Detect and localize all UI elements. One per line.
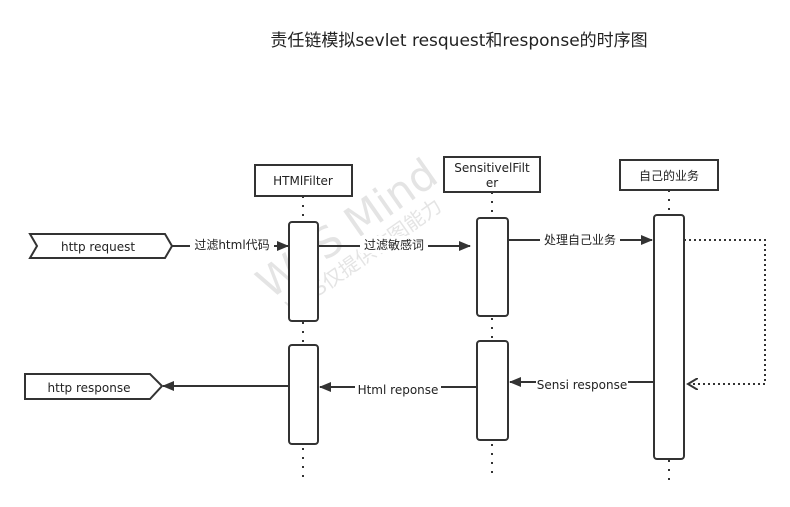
message-html-response: Html reponse — [319, 381, 476, 398]
http-response-endpoint[interactable]: http response — [24, 373, 164, 400]
http-request-endpoint[interactable]: http request — [28, 233, 174, 259]
participant-business-label: 自己的业务 — [639, 168, 699, 183]
message-filter-sensitive: 过滤敏感词 — [318, 236, 471, 253]
participant-sensitive-filter-label-1: SensitivelFilt — [454, 161, 530, 175]
http-request-label: http request — [61, 240, 135, 254]
message-sensi-response-label: Sensi response — [537, 378, 628, 392]
participant-sensitive-filter[interactable]: SensitivelFilt er — [443, 156, 541, 193]
activation-business — [653, 214, 685, 460]
participant-html-filter[interactable]: HTMlFilter — [254, 164, 353, 197]
diagram-title: 责任链模拟sevlet resquest和response的时序图 — [270, 31, 647, 51]
message-sensi-response: Sensi response — [509, 376, 653, 393]
activation-html-filter-response — [288, 344, 319, 445]
http-response-label: http response — [48, 381, 131, 395]
participant-sensitive-filter-label-2: er — [486, 176, 498, 190]
activation-html-filter-request — [288, 221, 319, 322]
message-filter-html-label: 过滤html代码 — [194, 238, 269, 252]
message-filter-sensitive-label: 过滤敏感词 — [364, 237, 424, 252]
participant-html-filter-label: HTMlFilter — [273, 174, 333, 188]
message-process-business-label: 处理自己业务 — [544, 232, 616, 247]
self-call-business — [684, 239, 766, 384]
participant-business[interactable]: 自己的业务 — [619, 159, 719, 191]
activation-sensitive-filter-request — [476, 217, 509, 317]
message-process-business: 处理自己业务 — [508, 231, 653, 248]
message-filter-html: 过滤html代码 — [172, 236, 289, 253]
message-html-response-label: Html reponse — [358, 383, 439, 397]
activation-sensitive-filter-response — [476, 340, 509, 441]
